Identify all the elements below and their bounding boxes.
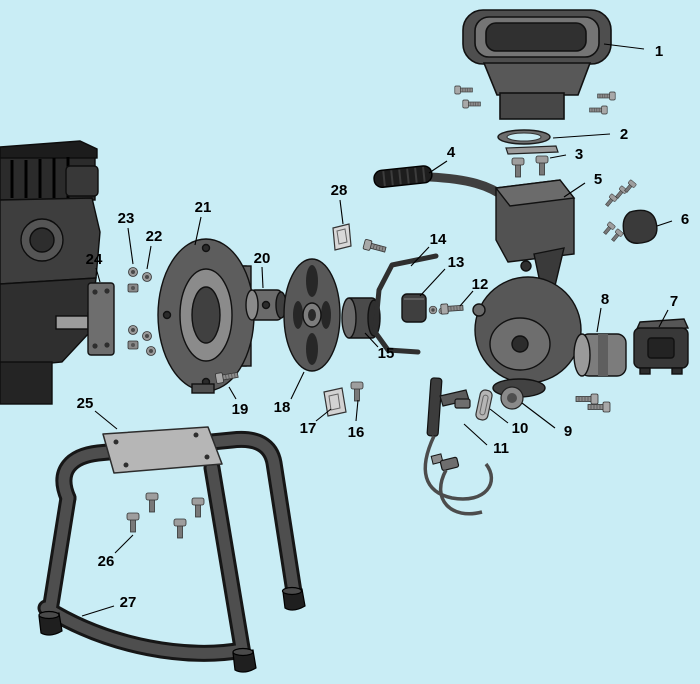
part-number-25: 25 bbox=[77, 395, 94, 412]
leader-line-22 bbox=[146, 245, 152, 270]
leader-line-15 bbox=[364, 332, 379, 348]
part-wire-bracket bbox=[372, 253, 439, 355]
leader-line-14 bbox=[410, 246, 430, 267]
part-hopper bbox=[454, 9, 616, 120]
part-spacer-plate bbox=[87, 282, 115, 356]
leader-line-26 bbox=[114, 534, 134, 554]
part-number-23: 23 bbox=[118, 210, 135, 227]
leader-line-20 bbox=[261, 266, 264, 289]
part-number-16: 16 bbox=[348, 424, 365, 441]
part-number-5: 5 bbox=[594, 171, 602, 188]
leader-line-10 bbox=[489, 408, 509, 424]
part-number-19: 19 bbox=[232, 401, 249, 418]
part-motor-block bbox=[633, 318, 690, 375]
part-number-7: 7 bbox=[670, 293, 678, 310]
part-stand-frame bbox=[37, 426, 303, 663]
leader-line-25 bbox=[94, 410, 118, 430]
part-number-24: 24 bbox=[86, 251, 103, 268]
part-engine bbox=[0, 140, 101, 405]
leader-line-6 bbox=[656, 220, 673, 227]
part-number-13: 13 bbox=[448, 254, 465, 271]
part-gasket-2 bbox=[497, 129, 551, 145]
part-adapter-flange bbox=[157, 238, 255, 394]
part-number-11: 11 bbox=[493, 440, 509, 457]
leader-line-23 bbox=[127, 227, 134, 265]
part-number-1: 1 bbox=[655, 43, 663, 60]
part-shim-28 bbox=[332, 223, 388, 255]
part-number-2: 2 bbox=[620, 126, 628, 143]
leader-line-24 bbox=[95, 267, 101, 283]
part-number-6: 6 bbox=[681, 211, 689, 228]
leader-line-7 bbox=[658, 309, 669, 328]
callout-layer: 1234567891011121314151617181920212223242… bbox=[77, 43, 689, 617]
part-shim-17 bbox=[323, 387, 347, 417]
leader-line-17 bbox=[315, 408, 332, 422]
leader-line-12 bbox=[459, 290, 474, 307]
leader-line-9 bbox=[521, 402, 556, 429]
part-number-12: 12 bbox=[472, 276, 489, 293]
part-gasket-10 bbox=[475, 389, 493, 421]
leader-line-8 bbox=[596, 307, 602, 333]
leader-line-28 bbox=[339, 199, 344, 225]
part-number-27: 27 bbox=[120, 594, 137, 611]
part-block-13 bbox=[401, 293, 446, 323]
part-coupling-hub bbox=[245, 289, 287, 321]
part-cap-6 bbox=[601, 179, 658, 245]
leader-line-18 bbox=[290, 371, 305, 400]
part-rubber-feet bbox=[38, 586, 306, 673]
part-number-28: 28 bbox=[331, 182, 348, 199]
leader-line-3 bbox=[549, 154, 567, 159]
part-nut-9 bbox=[500, 386, 524, 410]
stand-mount-plate bbox=[102, 426, 223, 474]
engine-shaft bbox=[55, 315, 91, 330]
part-number-15: 15 bbox=[378, 345, 395, 362]
part-plate-3 bbox=[505, 145, 559, 178]
leader-line-13 bbox=[419, 268, 446, 297]
leader-line-16 bbox=[355, 399, 359, 422]
part-number-4: 4 bbox=[447, 144, 456, 161]
part-number-9: 9 bbox=[564, 423, 572, 440]
leader-line-1 bbox=[603, 43, 645, 50]
part-number-20: 20 bbox=[254, 250, 271, 267]
leader-line-5 bbox=[563, 182, 586, 198]
part-pump-housing bbox=[472, 179, 582, 398]
part-valve-assembly bbox=[423, 377, 494, 516]
leader-line-2 bbox=[552, 133, 611, 139]
part-number-10: 10 bbox=[512, 420, 529, 437]
part-number-21: 21 bbox=[195, 199, 212, 216]
part-number-26: 26 bbox=[98, 553, 115, 570]
part-number-14: 14 bbox=[430, 231, 447, 248]
leader-line-21 bbox=[194, 216, 202, 246]
part-coupling-8 bbox=[573, 333, 627, 413]
part-number-18: 18 bbox=[274, 399, 291, 416]
leader-line-19 bbox=[228, 386, 237, 400]
leader-line-11 bbox=[463, 423, 488, 446]
leader-line-27 bbox=[81, 605, 115, 617]
part-number-17: 17 bbox=[300, 420, 317, 437]
leader-line-4 bbox=[428, 160, 448, 174]
part-number-3: 3 bbox=[575, 146, 583, 163]
part-impeller bbox=[283, 258, 341, 372]
part-number-22: 22 bbox=[146, 228, 163, 245]
part-number-8: 8 bbox=[601, 291, 609, 308]
